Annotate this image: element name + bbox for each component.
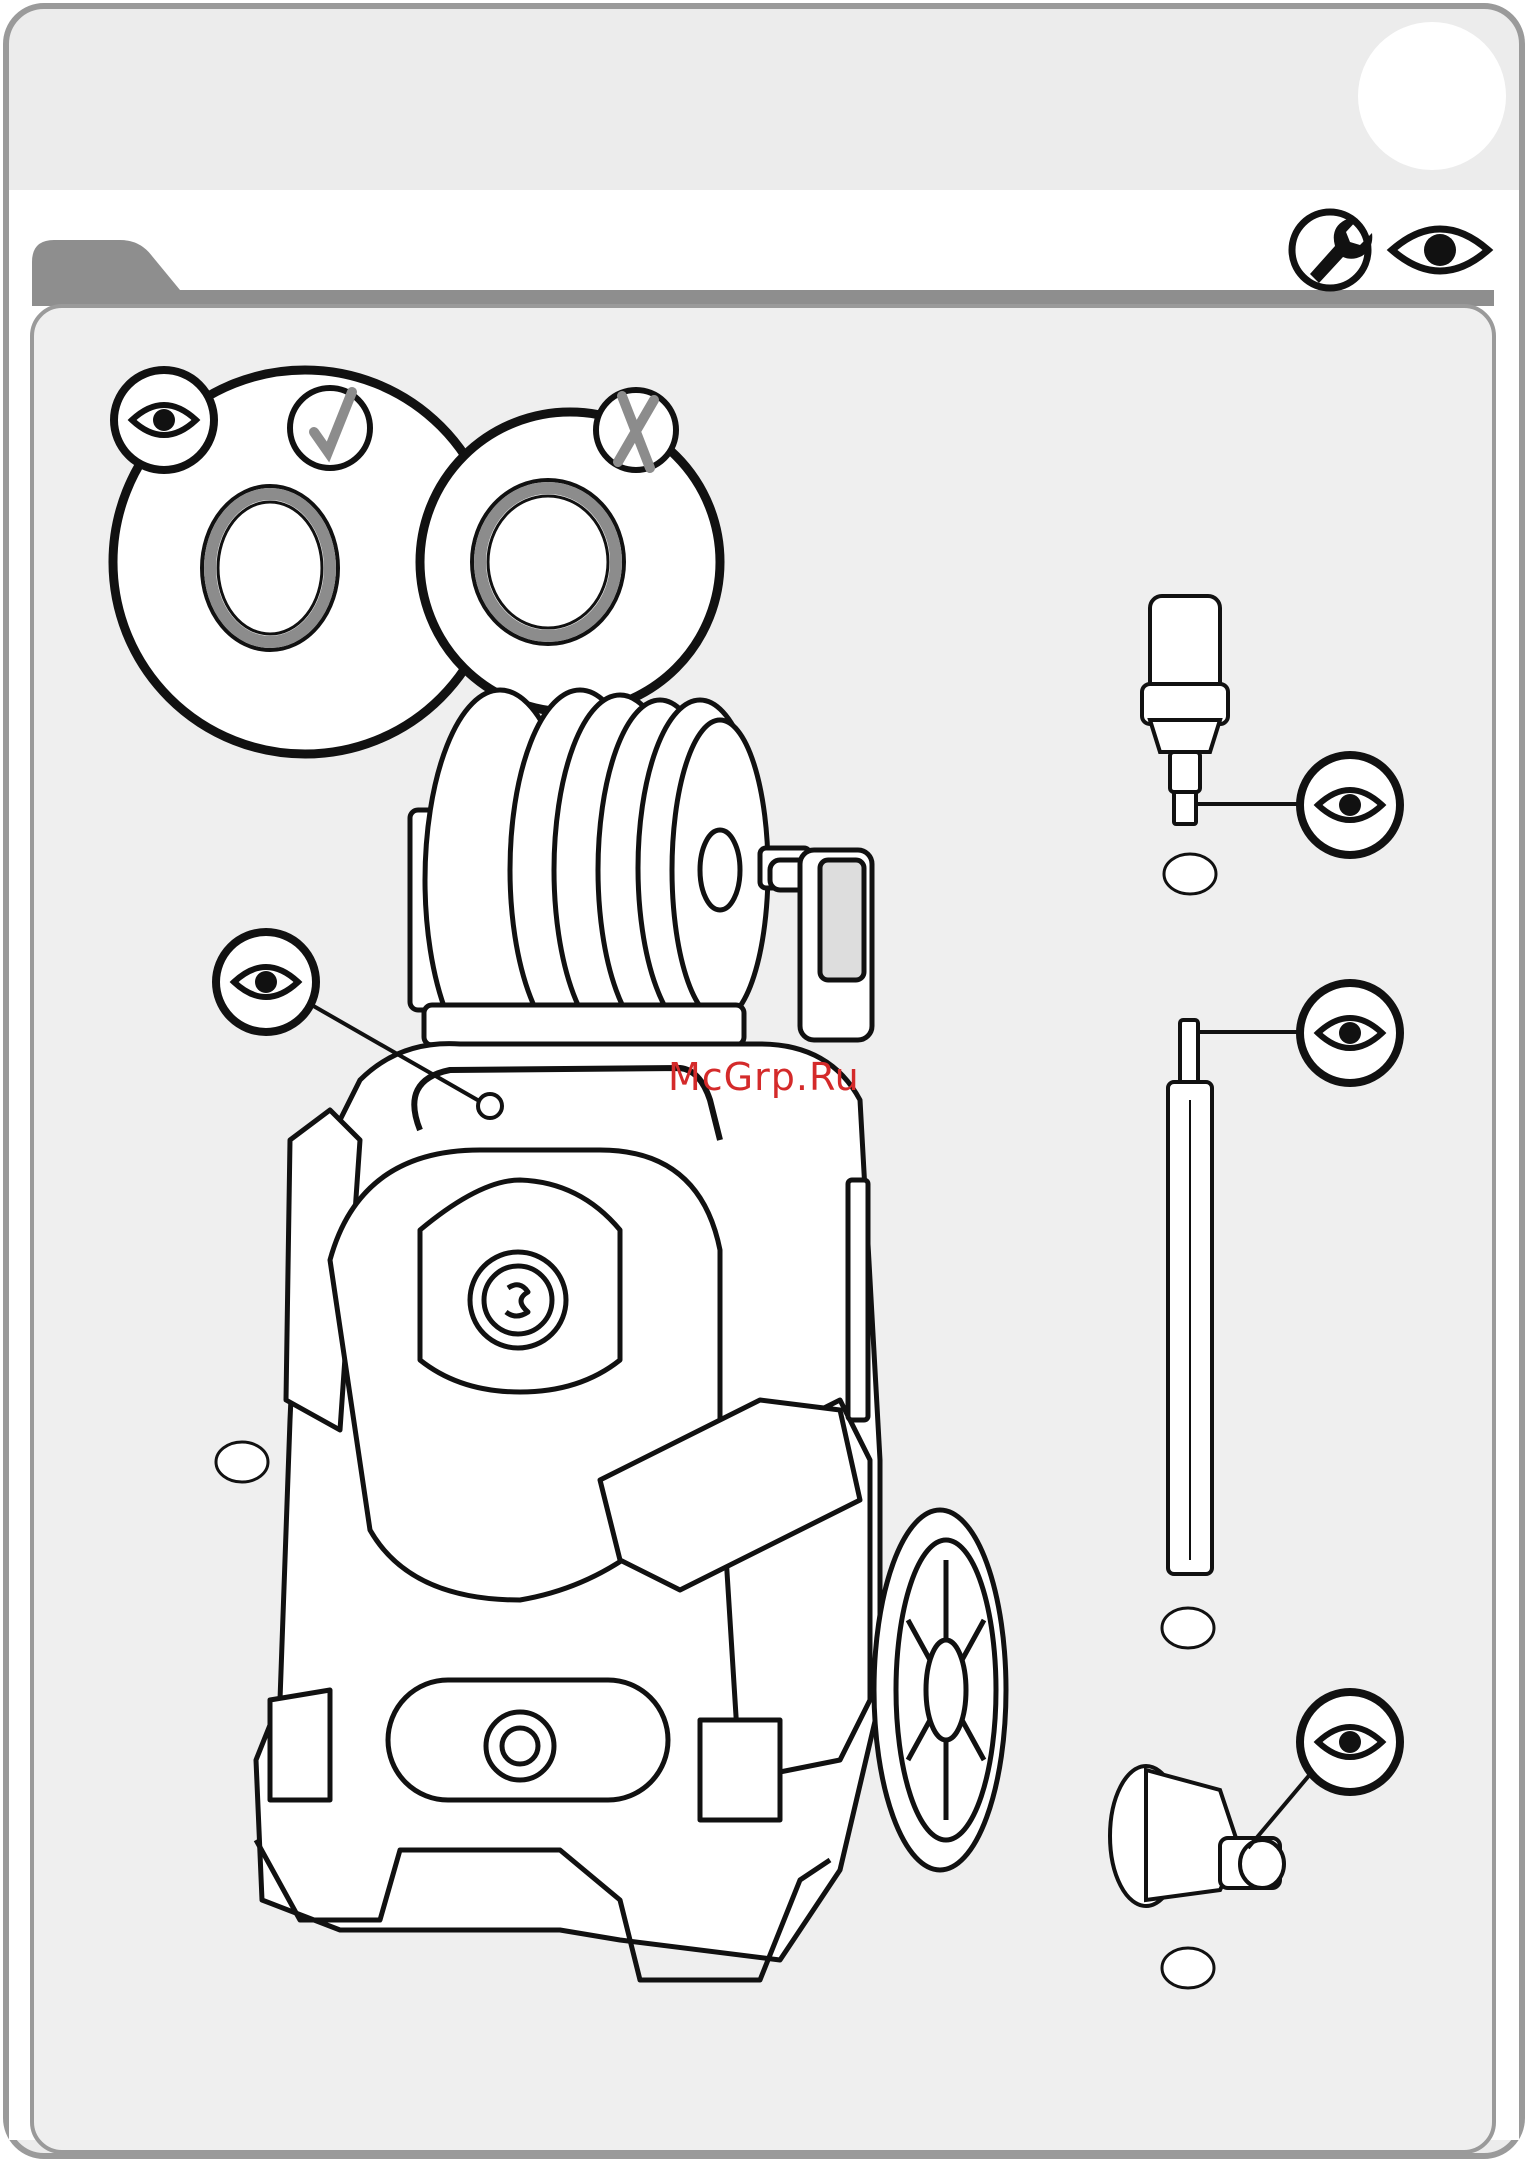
label-marker [1162, 1948, 1214, 1988]
eye-icon [1300, 1692, 1400, 1792]
eye-icon [1300, 983, 1400, 1083]
eye-icon [114, 370, 214, 470]
cross-icon [596, 390, 676, 470]
label-marker [216, 1442, 268, 1482]
eye-icon [1392, 229, 1488, 271]
check-icon [290, 388, 370, 468]
wrench-icon [1292, 212, 1372, 288]
page-number-badge [1358, 22, 1506, 170]
washer-port [478, 1094, 502, 1118]
label-marker [1162, 1608, 1214, 1648]
lance [1168, 1020, 1212, 1574]
watermark: McGrp.Ru [668, 1055, 860, 1099]
gasket-callout-bad [420, 412, 720, 712]
eye-icon [216, 932, 316, 1032]
eye-icon [1300, 755, 1400, 855]
label-marker [1164, 854, 1216, 894]
